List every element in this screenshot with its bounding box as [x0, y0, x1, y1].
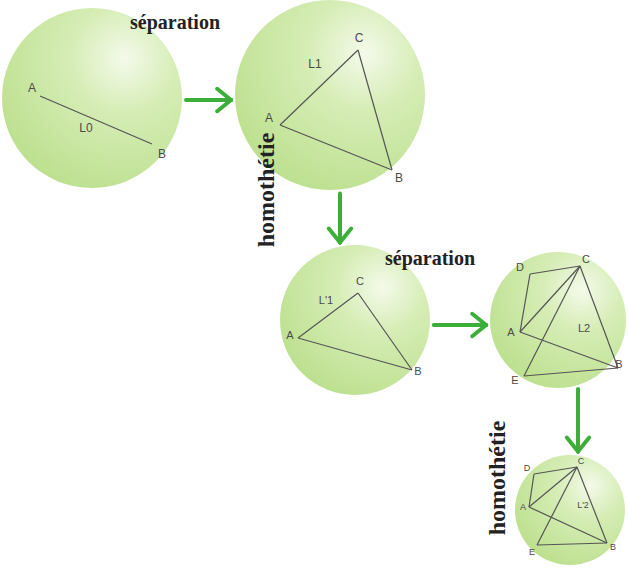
segment-line [298, 293, 358, 338]
arrow-connector [329, 193, 351, 242]
segment-line [298, 338, 412, 370]
point-label: E [511, 375, 518, 386]
segment-line [524, 266, 580, 376]
edge-label: séparation [130, 12, 220, 32]
point-label: C [582, 254, 590, 265]
edge-label: homothétie [485, 421, 509, 536]
segment-line [524, 368, 618, 376]
segment-line [280, 50, 358, 125]
point-label: C [355, 32, 364, 44]
point-label: B [615, 359, 622, 370]
point-label: B [610, 543, 616, 552]
point-label: A [286, 330, 293, 341]
segment-line [529, 474, 534, 507]
point-label: A [507, 327, 514, 338]
point-label: E [529, 548, 535, 557]
point-label: B [395, 172, 403, 184]
segment-line [529, 467, 577, 507]
point-label: L2 [578, 323, 590, 334]
point-label: A [28, 82, 36, 94]
segment-line [537, 467, 577, 545]
point-label: L'2 [577, 501, 589, 510]
segment-line [580, 266, 618, 368]
point-label: C [578, 457, 585, 466]
point-label: B [414, 366, 421, 377]
segment-line [358, 50, 392, 170]
arrow-connector [186, 89, 231, 111]
segment-line [40, 96, 152, 144]
point-label: B [158, 148, 166, 160]
point-label: L1 [308, 58, 321, 70]
segment-line [520, 266, 580, 332]
segment-line [530, 266, 580, 274]
point-label: D [524, 464, 531, 473]
sphere-node: A L0B [2, 8, 182, 188]
segment-line [577, 467, 607, 543]
sphere-node: D C A L'2E B [515, 455, 625, 565]
segment-line [520, 332, 618, 368]
segment-figure [2, 8, 182, 188]
segment-figure [490, 252, 626, 388]
point-label: L0 [79, 122, 92, 134]
sphere-node: D C A L2E B [490, 252, 626, 388]
point-label: L'1 [319, 295, 333, 306]
arrow-connector [567, 389, 589, 452]
edge-label: homothétie [254, 133, 278, 248]
segment-line [358, 293, 412, 370]
point-label: A [520, 503, 526, 512]
point-label: D [516, 262, 524, 273]
point-label: C [356, 276, 364, 287]
point-label: A [265, 112, 273, 124]
segment-line [537, 543, 607, 545]
edge-label: séparation [385, 248, 475, 268]
segment-line [280, 125, 392, 170]
arrow-connector [434, 314, 486, 336]
